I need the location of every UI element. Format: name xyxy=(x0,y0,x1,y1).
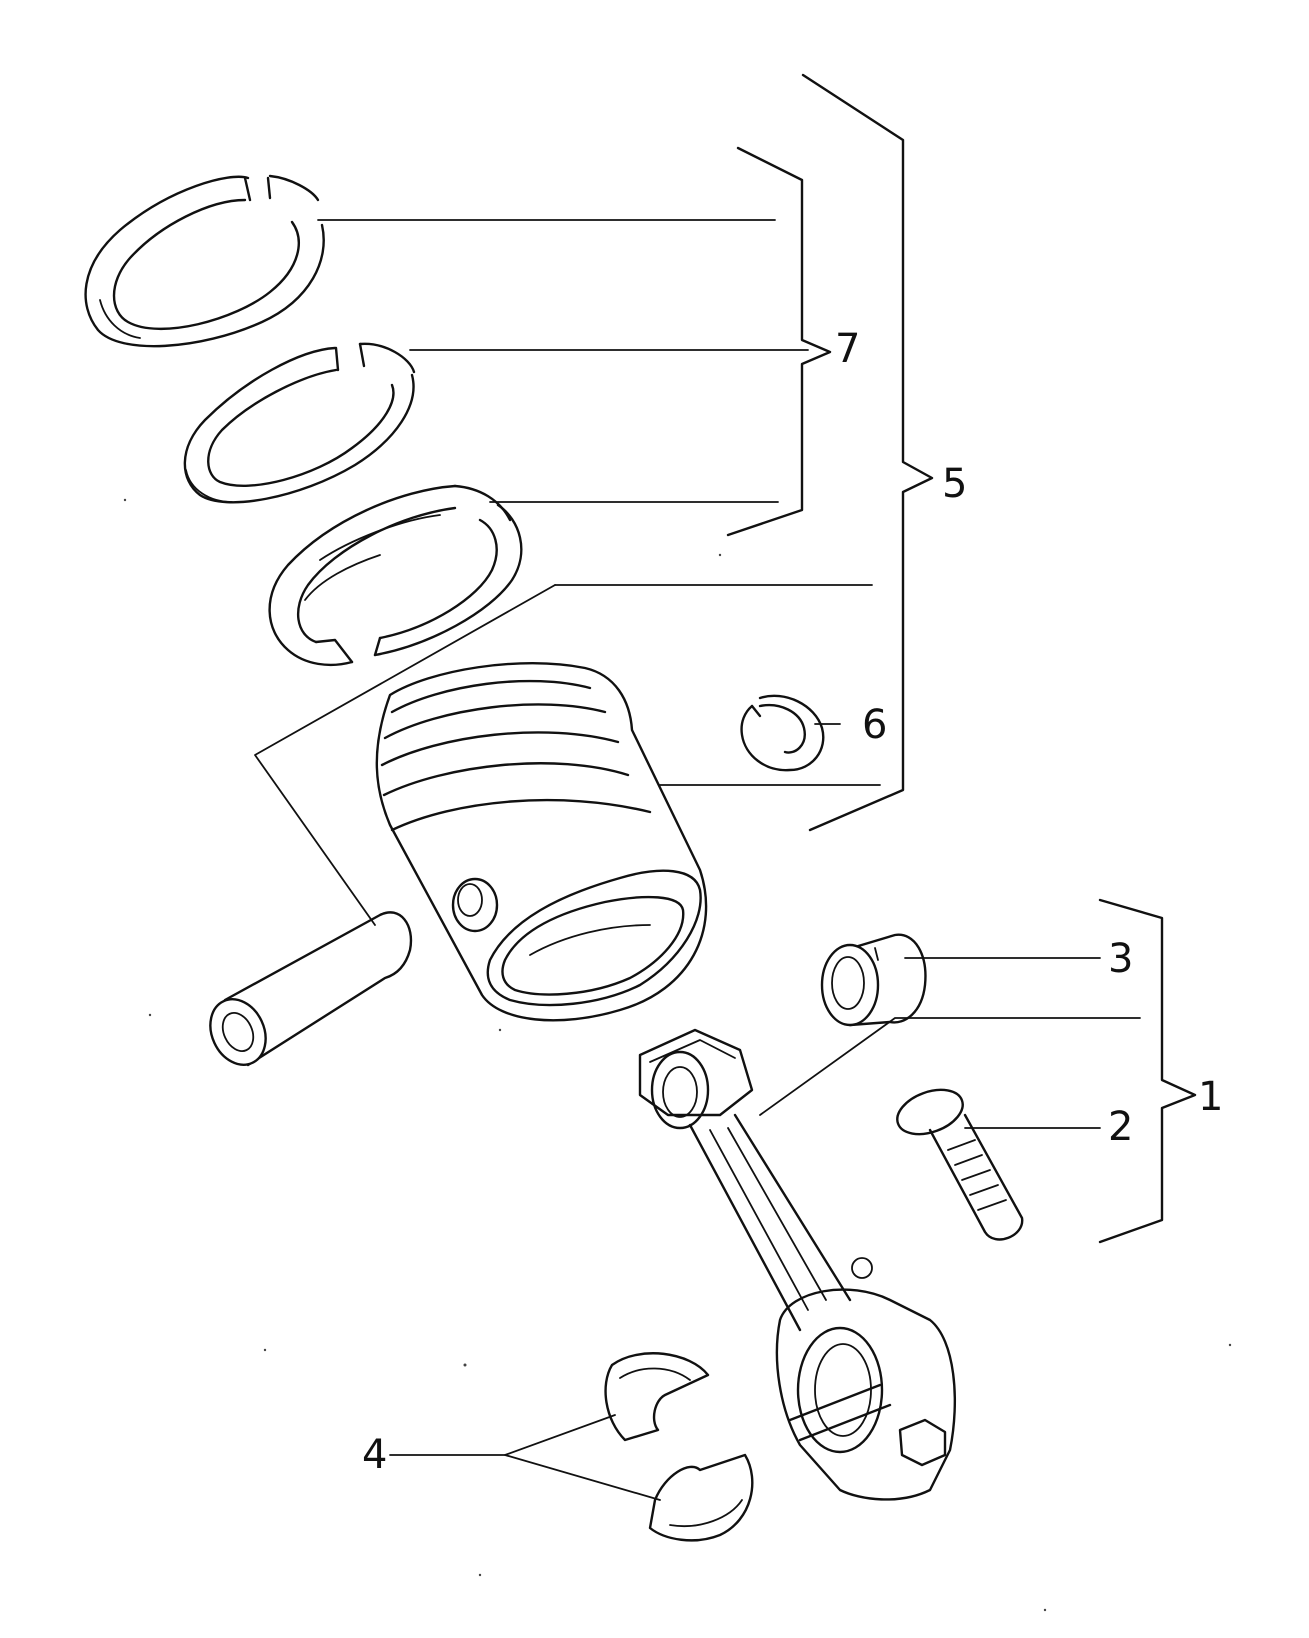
piston-ring-top xyxy=(84,174,325,348)
piston-ring-middle xyxy=(183,342,416,504)
oil-control-ring xyxy=(268,484,523,667)
conrod-bolt xyxy=(896,1088,1024,1241)
callout-3: 3 xyxy=(1108,936,1133,982)
bracket-1 xyxy=(1098,898,1197,1244)
callout-5: 5 xyxy=(942,461,967,507)
small-end-bushing xyxy=(820,933,927,1027)
scan-specks xyxy=(123,498,1232,1612)
callout-2: 2 xyxy=(1108,1104,1133,1150)
callout-4: 4 xyxy=(362,1432,387,1478)
callout-1: 1 xyxy=(1198,1074,1223,1120)
bearing-shells xyxy=(604,1352,754,1542)
callout-7: 7 xyxy=(835,326,860,372)
callout-6: 6 xyxy=(862,702,887,748)
piston-pin xyxy=(209,911,413,1067)
connecting-rod xyxy=(638,1028,957,1501)
circlip xyxy=(740,694,825,772)
bracket-5 xyxy=(801,73,934,832)
bracket-7 xyxy=(726,146,832,537)
leader-lines xyxy=(254,219,1141,1501)
piston xyxy=(375,662,708,1022)
